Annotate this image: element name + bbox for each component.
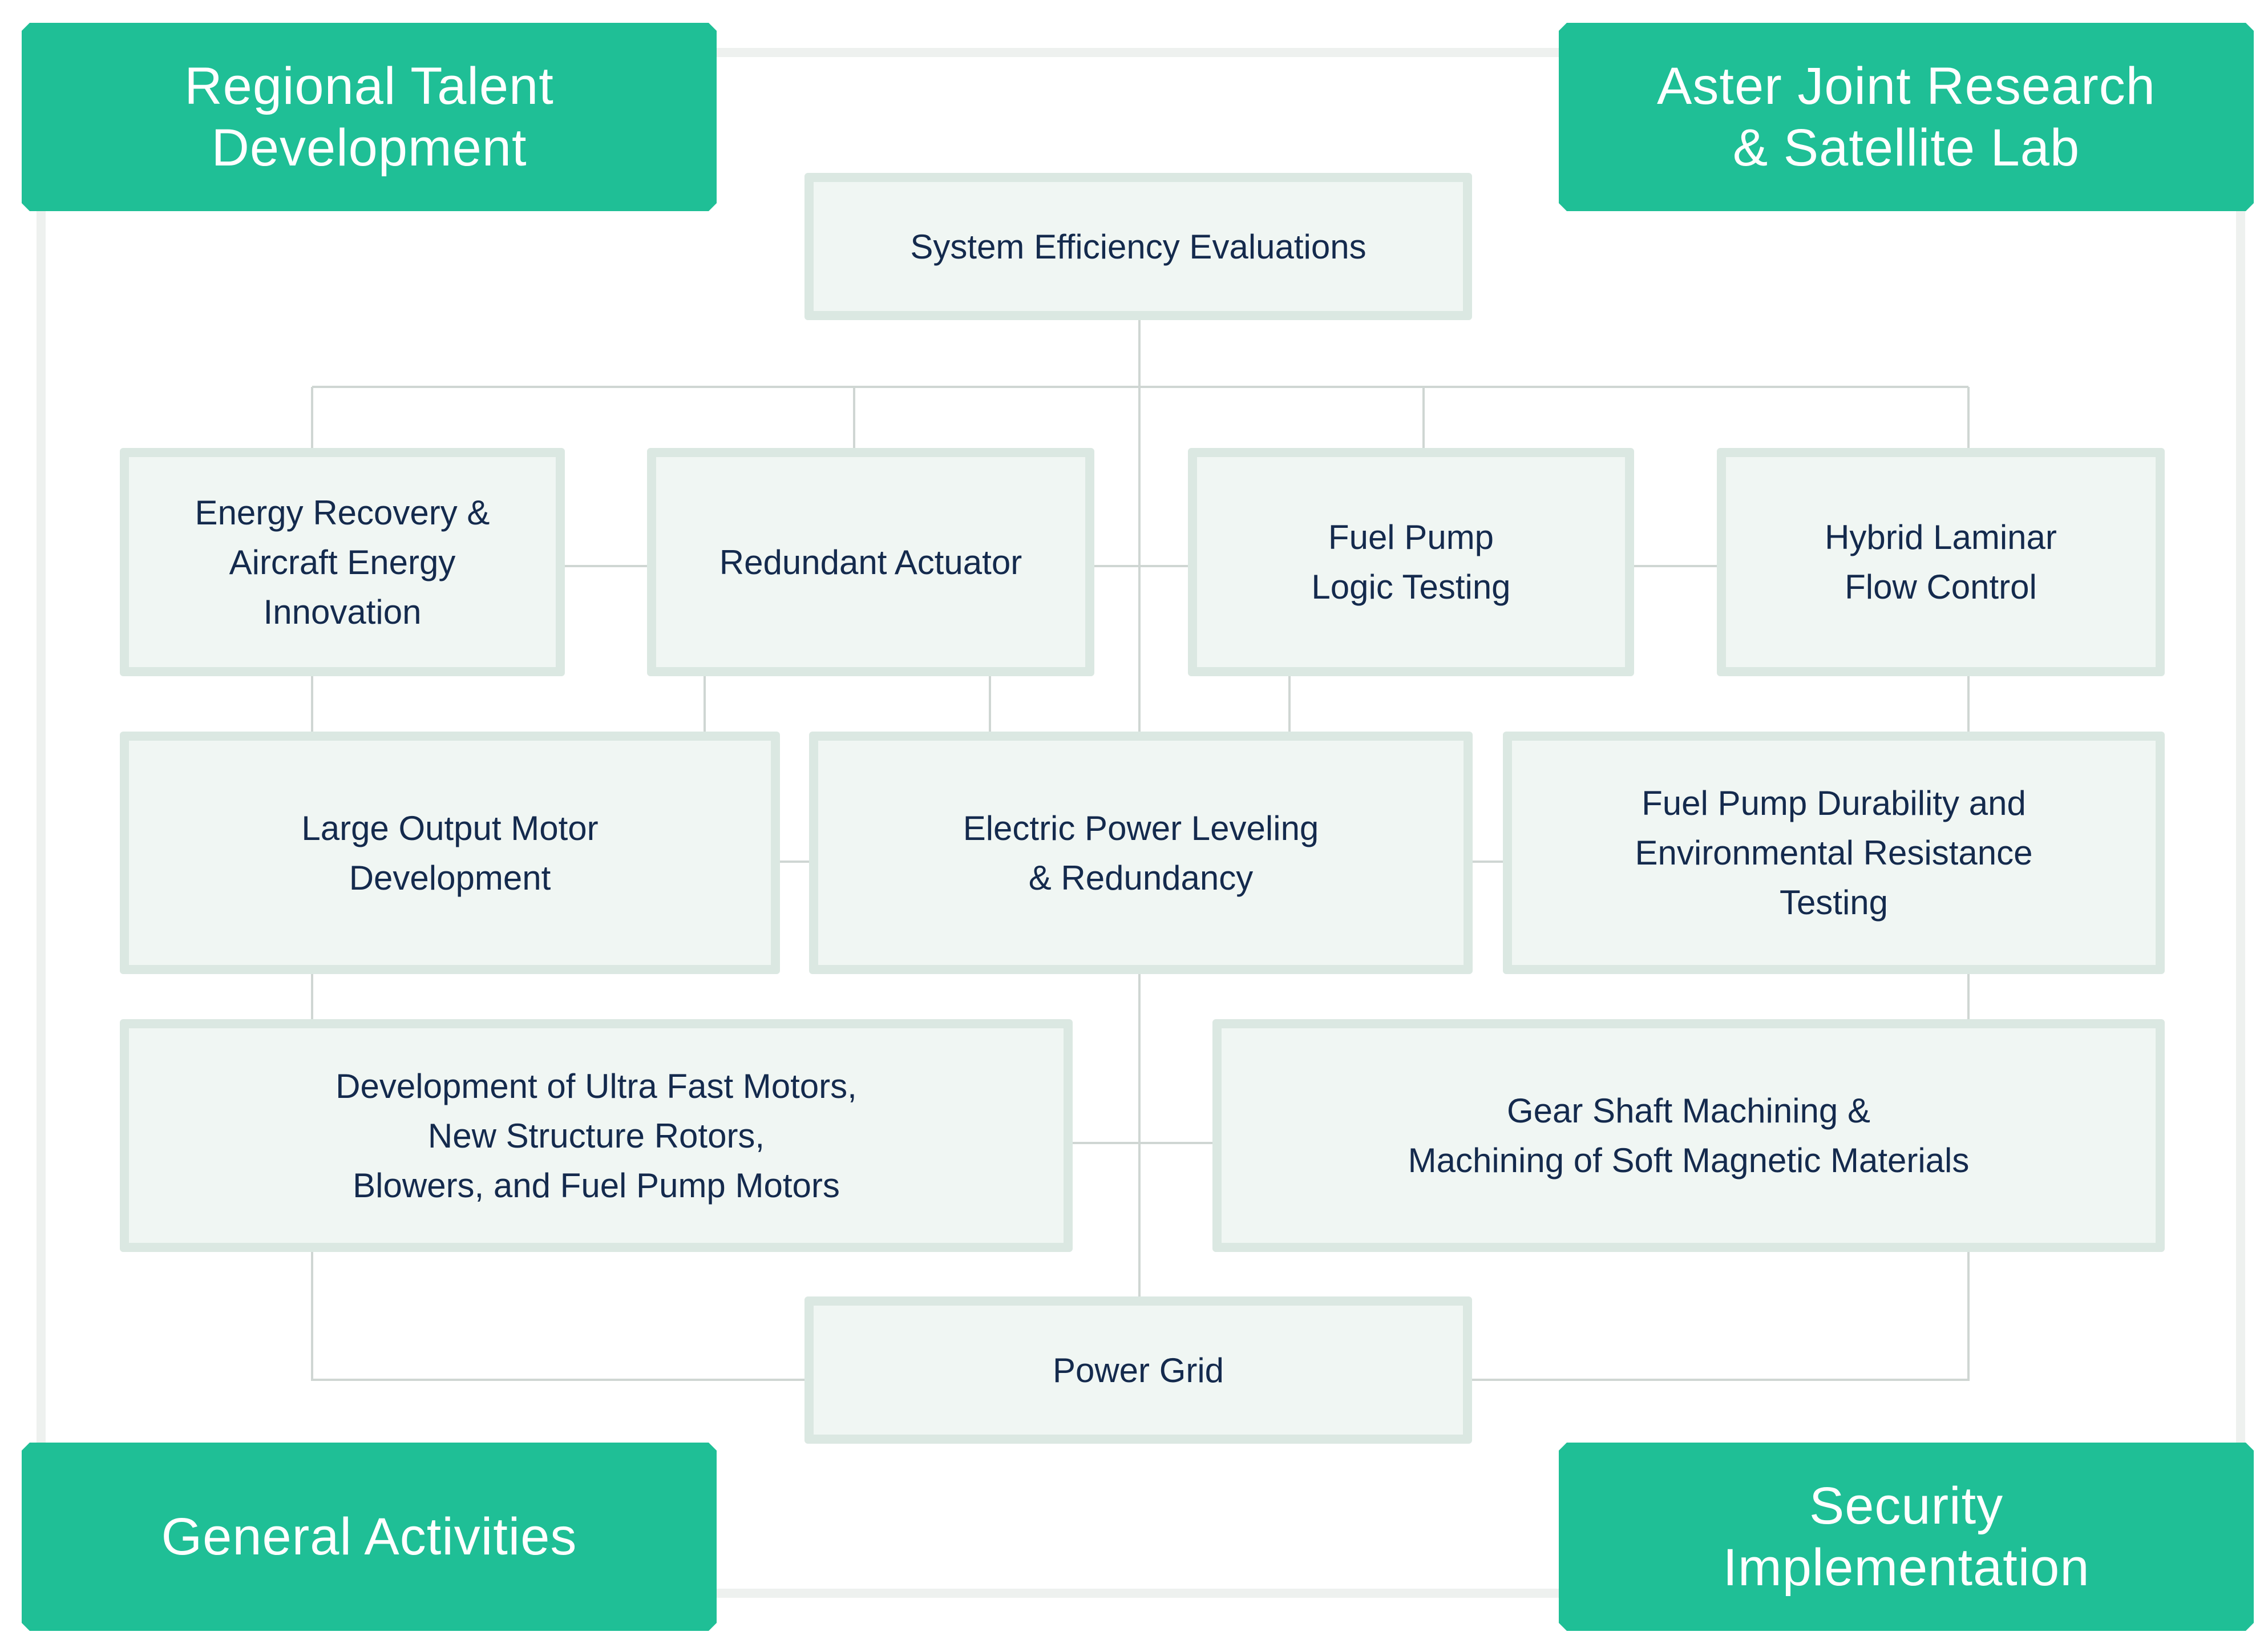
node-fuel-pump-durability: Fuel Pump Durability and Environmental R… <box>1503 732 2165 974</box>
node-ultra-fast-motors: Development of Ultra Fast Motors, New St… <box>120 1019 1073 1252</box>
corner-aster-joint-research: Aster Joint Research & Satellite Lab <box>1559 23 2254 211</box>
node-redundant-actuator: Redundant Actuator <box>647 448 1094 676</box>
link-ultrafast-powergrid <box>311 1250 810 1381</box>
node-system-efficiency-label: System Efficiency Evaluations <box>910 227 1367 266</box>
node-fuel-pump-durability-label: Fuel Pump Durability and Environmental R… <box>1635 784 2033 922</box>
node-large-output-motor-label: Large Output Motor Development <box>301 809 599 897</box>
node-electric-power-leveling: Electric Power Leveling & Redundancy <box>809 732 1473 974</box>
corner-aster-joint-research-label: Aster Joint Research & Satellite Lab <box>1657 57 2156 177</box>
node-gear-shaft-label: Gear Shaft Machining & Machining of Soft… <box>1408 1092 1970 1180</box>
node-hybrid-laminar: Hybrid Laminar Flow Control <box>1717 448 2165 676</box>
link-gearshaft-powergrid <box>1468 1250 1970 1381</box>
node-electric-power-leveling-label: Electric Power Leveling & Redundancy <box>963 809 1319 897</box>
node-energy-recovery-label: Energy Recovery & Aircraft Energy Innova… <box>195 493 490 631</box>
outer-frame <box>37 48 2245 1598</box>
node-fuel-pump-logic-label: Fuel Pump Logic Testing <box>1311 518 1511 606</box>
node-ultra-fast-motors-label: Development of Ultra Fast Motors, New St… <box>335 1067 857 1205</box>
node-system-efficiency: System Efficiency Evaluations <box>804 173 1472 320</box>
corner-security-implementation: Security Implementation <box>1559 1443 2254 1631</box>
corner-general-activities-label: General Activities <box>161 1508 577 1566</box>
node-energy-recovery: Energy Recovery & Aircraft Energy Innova… <box>120 448 565 676</box>
node-hybrid-laminar-label: Hybrid Laminar Flow Control <box>1825 518 2057 606</box>
node-power-grid: Power Grid <box>804 1296 1472 1444</box>
node-power-grid-label: Power Grid <box>1052 1351 1224 1390</box>
corner-regional-talent-label: Regional Talent Development <box>184 57 554 177</box>
node-redundant-actuator-label: Redundant Actuator <box>719 543 1022 581</box>
corner-security-implementation-label: Security Implementation <box>1723 1477 2090 1597</box>
node-fuel-pump-logic: Fuel Pump Logic Testing <box>1188 448 1634 676</box>
corner-regional-talent: Regional Talent Development <box>22 23 717 211</box>
node-large-output-motor: Large Output Motor Development <box>120 732 780 974</box>
node-gear-shaft: Gear Shaft Machining & Machining of Soft… <box>1212 1019 2165 1252</box>
corner-general-activities: General Activities <box>22 1443 717 1631</box>
